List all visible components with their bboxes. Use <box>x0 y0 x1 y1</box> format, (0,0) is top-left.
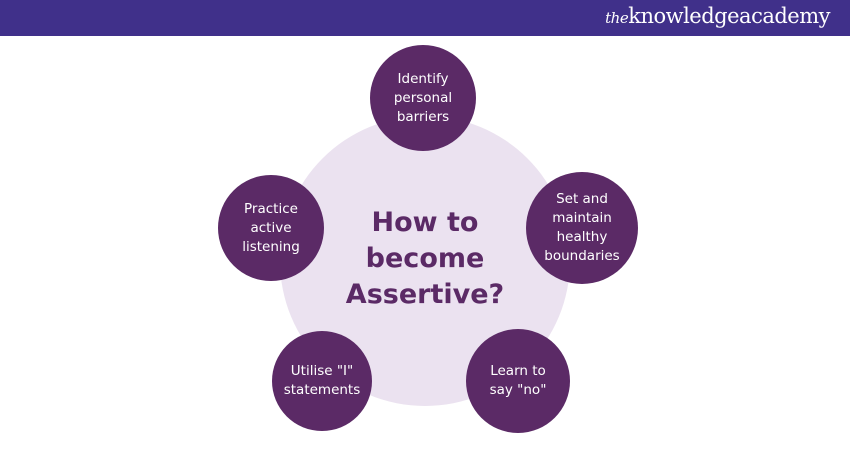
node-learn-to-say-no: Learn to say "no" <box>466 329 570 433</box>
node-label: Utilise "I" statements <box>283 363 361 398</box>
hub-title-line: How to <box>371 207 479 238</box>
header-bar: theknowledgeacademy <box>0 0 850 36</box>
node-practice-listening: Practice active listening <box>218 175 324 281</box>
logo-name: knowledgeacademy <box>628 4 830 28</box>
logo-the: the <box>605 9 629 27</box>
hub-title: How to become Assertive? <box>300 205 550 313</box>
node-utilise-i-statements: Utilise "I" statements <box>272 331 372 431</box>
node-identify-barriers: Identify personal barriers <box>370 45 476 151</box>
node-label: Identify personal barriers <box>393 70 453 125</box>
hub-title-line: Assertive? <box>345 279 505 310</box>
node-set-boundaries: Set and maintain healthy boundaries <box>526 172 638 284</box>
hub-title-line: become <box>365 243 485 274</box>
brand-logo: theknowledgeacademy <box>605 4 830 28</box>
node-label: Practice active listening <box>242 200 300 255</box>
node-label: Learn to say "no" <box>489 363 547 398</box>
node-label: Set and maintain healthy boundaries <box>544 191 620 264</box>
